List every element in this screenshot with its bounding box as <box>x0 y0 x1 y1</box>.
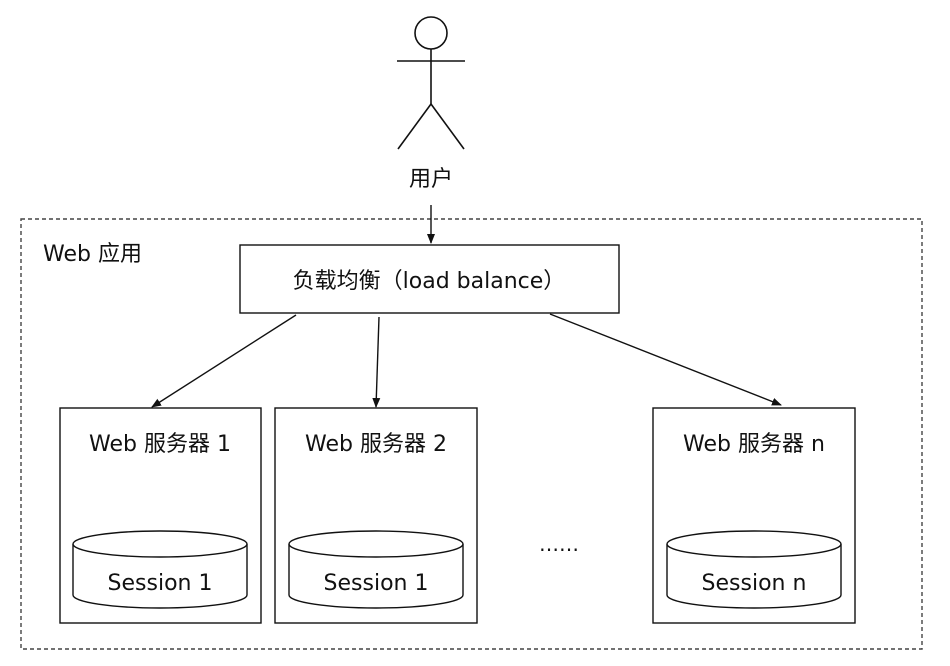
web-server-2-label: Web 服务器 2 <box>305 432 447 457</box>
session-1-label: Session 1 <box>108 571 213 596</box>
web-server-1-label: Web 服务器 1 <box>89 432 231 457</box>
web-app-container <box>20 218 923 650</box>
session-n-cylinder-icon <box>666 530 842 609</box>
ellipsis-text: …… <box>539 532 579 556</box>
web-server-n-label: Web 服务器 n <box>683 432 825 457</box>
session-2-cylinder-icon <box>288 530 464 609</box>
web-server-n: Web 服务器 n Session n <box>652 407 856 624</box>
lb-to-server-n-arrow <box>549 313 782 406</box>
web-app-label: Web 应用 <box>43 242 142 267</box>
user-label: 用户 <box>409 167 453 192</box>
session-n-label: Session n <box>702 571 807 596</box>
lb-to-server-1-arrow <box>151 314 297 408</box>
web-server-1: Web 服务器 1 Session 1 <box>59 407 262 624</box>
session-2-label: Session 1 <box>324 571 429 596</box>
load-balancer-box <box>239 244 620 314</box>
lb-to-server-2-arrow <box>372 316 381 408</box>
user-icon <box>397 16 465 150</box>
load-balancer-label: 负载均衡（load balance） <box>293 269 566 294</box>
web-server-2: Web 服务器 2 Session 1 <box>274 407 478 624</box>
session-1-cylinder-icon <box>72 530 248 609</box>
